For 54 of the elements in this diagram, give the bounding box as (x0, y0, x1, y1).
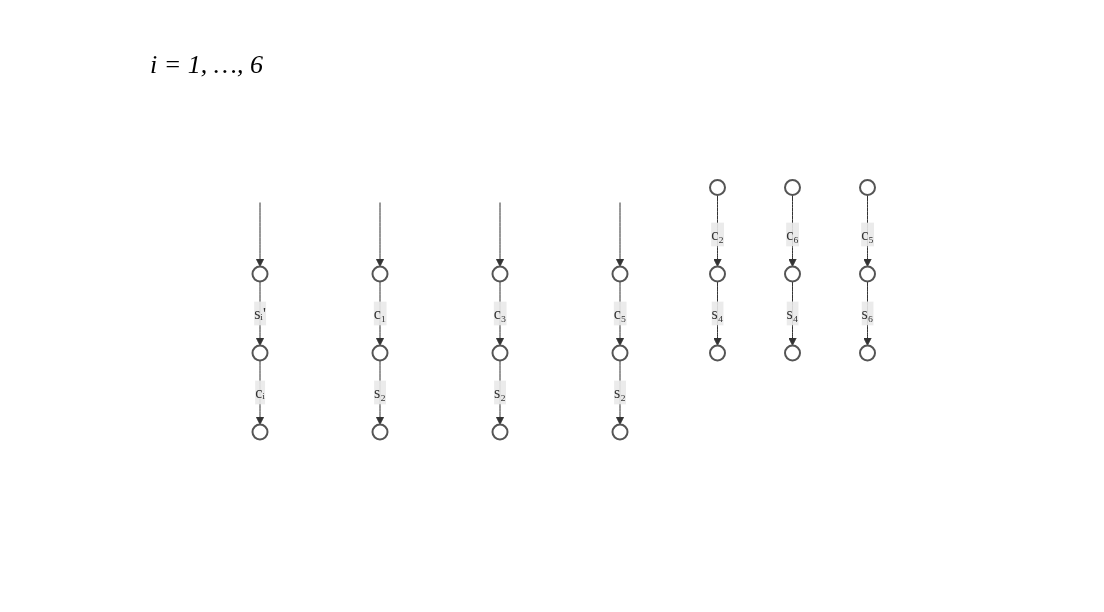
edge-label: c₅ (860, 225, 874, 243)
arrow (615, 281, 624, 346)
node-circle (858, 265, 876, 283)
edge-label: c₂ (710, 225, 724, 243)
arrow (255, 202, 264, 267)
node-circle (708, 344, 726, 362)
arrow (495, 360, 504, 425)
node-circle (371, 344, 388, 362)
arrow (375, 281, 384, 346)
arrow (495, 281, 504, 346)
edge-label: sᵢ' (253, 304, 266, 322)
node-circle (491, 423, 508, 441)
arrow (712, 194, 722, 267)
node-circle (783, 265, 801, 283)
edge-label: c₃ (493, 304, 506, 322)
edge-label: s₄ (711, 304, 723, 322)
node-circle (611, 423, 628, 441)
edge-label: s₄ (786, 304, 798, 322)
arrow (862, 281, 872, 346)
arrow (615, 360, 624, 425)
note-text: i = 1, …, 6 (150, 50, 263, 80)
node-circle (708, 265, 726, 283)
edge-label: s₂ (493, 383, 506, 401)
edge-label: c₁ (373, 304, 386, 322)
edge-label: s₂ (373, 383, 386, 401)
node-circle (371, 423, 388, 441)
edge-label: c₆ (785, 225, 799, 243)
arrow (375, 202, 384, 267)
node-circle (251, 423, 268, 441)
node-circle (858, 179, 876, 196)
arrow (787, 281, 797, 346)
arrow (255, 281, 264, 346)
node-circle (708, 179, 726, 196)
node-circle (491, 344, 508, 362)
node-circle (611, 265, 628, 283)
arrow (255, 360, 264, 425)
arrow (712, 281, 722, 346)
node-circle (251, 344, 268, 362)
arrow (615, 202, 624, 267)
node-circle (371, 265, 388, 283)
node-circle (611, 344, 628, 362)
arrow (787, 194, 797, 267)
arrow (495, 202, 504, 267)
node-circle (783, 179, 801, 196)
arrow (375, 360, 384, 425)
node-circle (491, 265, 508, 283)
node-circle (251, 265, 268, 283)
node-circle (783, 344, 801, 362)
arrow (862, 194, 872, 267)
edge-label: cᵢ (254, 383, 265, 401)
edge-label: s₆ (861, 304, 873, 322)
edge-label: c₅ (613, 304, 626, 322)
node-circle (858, 344, 876, 362)
edge-label: s₂ (613, 383, 626, 401)
